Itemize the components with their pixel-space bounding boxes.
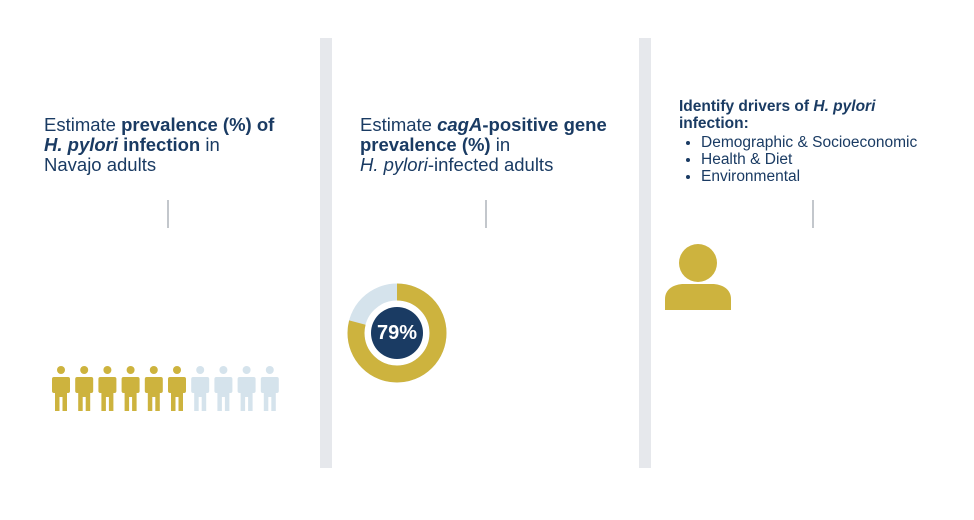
panel2-text-d: prevalence (%) — [360, 134, 491, 155]
panel1-text-c: H. pylori — [44, 134, 119, 155]
panel1-text-e: in — [200, 134, 220, 155]
panel1-text-b: prevalence (%) of — [121, 114, 275, 135]
person-figure-icon — [144, 366, 163, 411]
person-figure-icon — [52, 366, 70, 411]
drivers-list-item: Demographic & Socioeconomic — [701, 134, 969, 151]
person-icon — [665, 244, 731, 310]
panel1-text-f: Navajo adults — [44, 154, 157, 175]
panel2-text-a: Estimate — [360, 114, 438, 135]
person-figure-icon — [98, 366, 117, 411]
person-figure-icon — [121, 366, 140, 411]
panel1-tick — [167, 200, 169, 228]
panel2-text-g: -infected adults — [427, 154, 554, 175]
person-figure-icon — [237, 366, 256, 411]
panel1-description: Estimate prevalence (%) of H. pylori inf… — [44, 115, 314, 175]
people-pictogram — [52, 366, 279, 411]
panel-divider-2 — [639, 38, 651, 468]
drivers-list-item: Health & Diet — [701, 151, 969, 168]
panel3-heading-c: infection: — [679, 115, 749, 132]
panel2-text-f: H. pylori — [360, 154, 428, 175]
donut-arc — [347, 283, 447, 383]
panel1-text-a: Estimate — [44, 114, 122, 135]
donut-chart — [347, 283, 447, 383]
panel2-text-c: -positive gene — [482, 114, 607, 135]
person-figure-icon — [168, 366, 186, 411]
panel1-text-d: infection — [118, 134, 201, 155]
person-figure-icon — [75, 366, 94, 411]
panel3-heading-b: H. pylori — [813, 98, 876, 115]
donut-center — [371, 307, 423, 359]
person-figure-icon — [191, 366, 210, 411]
panel2-text-e: in — [490, 134, 511, 155]
panel3-heading-a: Identify drivers of — [679, 98, 814, 115]
panel2-text-b: cagA — [437, 114, 483, 135]
panel3-heading: Identify drivers of H. pylori infection: — [679, 98, 969, 132]
panel-divider-1 — [320, 38, 332, 468]
person-figure-icon — [214, 366, 233, 411]
panel2-description: Estimate cagA-positive gene prevalence (… — [360, 115, 630, 175]
panel3-tick — [812, 200, 814, 228]
panel3-description: Identify drivers of H. pylori infection:… — [679, 98, 969, 185]
panel2-tick — [485, 200, 487, 228]
drivers-list: Demographic & Socioeconomic Health & Die… — [679, 134, 969, 185]
person-figure-icon — [260, 366, 279, 411]
drivers-list-item: Environmental — [701, 168, 969, 185]
